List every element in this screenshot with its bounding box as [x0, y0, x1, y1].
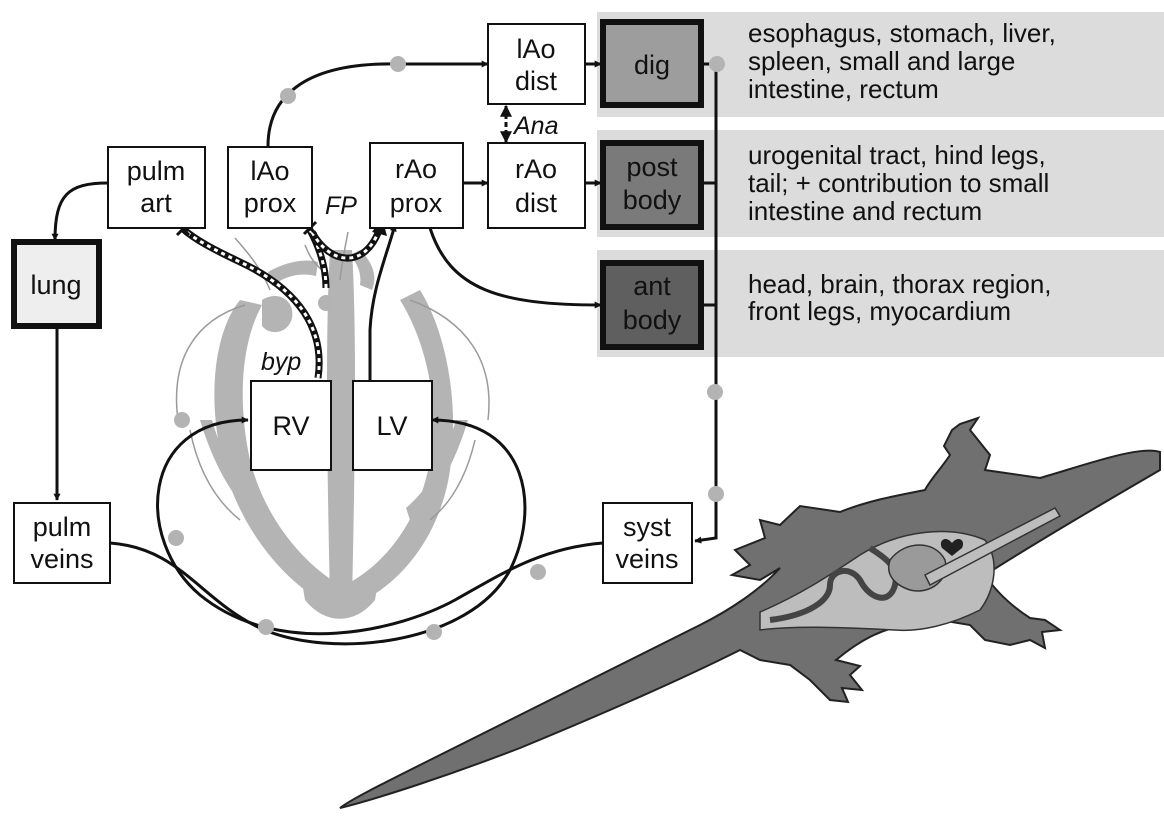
node-dot — [280, 88, 296, 104]
desc-dig-line2: spleen, small and large — [748, 46, 1015, 76]
flow-pulm-art-to-lung — [55, 183, 108, 240]
box-syst-veins: syst veins — [603, 503, 692, 583]
flow-lv-to-rAo-prox — [370, 225, 395, 382]
desc-ant-body: head, brain, thorax region, front legs, … — [748, 269, 1052, 326]
desc-post-body-line1: urogenital tract, hind legs, — [748, 140, 1046, 170]
ant-body-line1: ant — [633, 271, 671, 301]
node-dot — [426, 624, 442, 640]
box-lv: LV — [353, 381, 432, 470]
lung-label: lung — [30, 270, 81, 300]
node-dot — [707, 384, 723, 400]
lAo-dist-line1: lAo — [516, 34, 555, 64]
dig-label: dig — [634, 50, 670, 80]
lAo-dist-line2: dist — [515, 66, 558, 96]
pulm-veins-line1: pulm — [33, 512, 92, 542]
lv-label: LV — [376, 411, 407, 441]
fp-label: FP — [325, 192, 357, 220]
post-body-line2: body — [623, 185, 682, 215]
node-dot — [709, 56, 725, 72]
box-pulm-veins: pulm veins — [14, 503, 110, 583]
rv-label: RV — [272, 411, 309, 441]
pulm-veins-line2: veins — [30, 544, 93, 574]
desc-dig-line3: intestine, rectum — [748, 74, 939, 104]
box-lung: lung — [14, 242, 99, 326]
node-dot — [390, 56, 406, 72]
syst-veins-line2: veins — [615, 544, 678, 574]
desc-post-body-line2: tail; + contribution to small — [748, 168, 1049, 198]
desc-ant-body-line2: front legs, myocardium — [748, 296, 1011, 326]
lAo-prox-line2: prox — [244, 188, 297, 218]
box-ant-body: ant body — [603, 263, 701, 347]
box-dig: dig — [603, 22, 701, 105]
box-lAo-prox: lAo prox — [228, 147, 312, 228]
desc-post-body-line3: intestine and rectum — [748, 196, 982, 226]
rAo-dist-line1: rAo — [515, 154, 557, 184]
pulm-art-line2: art — [140, 188, 172, 218]
box-rAo-prox: rAo prox — [370, 143, 463, 228]
box-rAo-dist: rAo dist — [488, 143, 585, 228]
box-post-body: post body — [603, 143, 701, 227]
ant-body-line2: body — [623, 305, 682, 335]
box-rv: RV — [251, 381, 331, 470]
flow-rAo-prox-to-ant-body — [430, 228, 601, 305]
box-lAo-dist: lAo dist — [488, 24, 585, 104]
node-dot — [708, 486, 724, 502]
desc-dig-line1: esophagus, stomach, liver, — [748, 18, 1056, 48]
ana-label: Ana — [512, 112, 559, 140]
byp-label: byp — [261, 348, 301, 376]
node-dot — [318, 295, 334, 311]
node-dot — [168, 530, 184, 546]
node-dot — [530, 564, 546, 580]
rAo-prox-line2: prox — [390, 188, 443, 218]
node-dot — [258, 619, 274, 635]
heart-tissue-left-bulb — [262, 296, 292, 332]
desc-ant-body-line1: head, brain, thorax region, — [748, 269, 1052, 299]
post-body-line1: post — [626, 152, 678, 182]
pulm-art-line1: pulm — [127, 156, 186, 186]
rAo-dist-line2: dist — [515, 188, 558, 218]
box-pulm-art: pulm art — [108, 147, 205, 228]
rAo-prox-line1: rAo — [395, 154, 437, 184]
node-dot — [174, 412, 190, 428]
flow-lAo-prox-to-lAo-dist — [268, 64, 488, 146]
lAo-prox-line1: lAo — [250, 156, 289, 186]
syst-veins-line1: syst — [623, 512, 672, 542]
